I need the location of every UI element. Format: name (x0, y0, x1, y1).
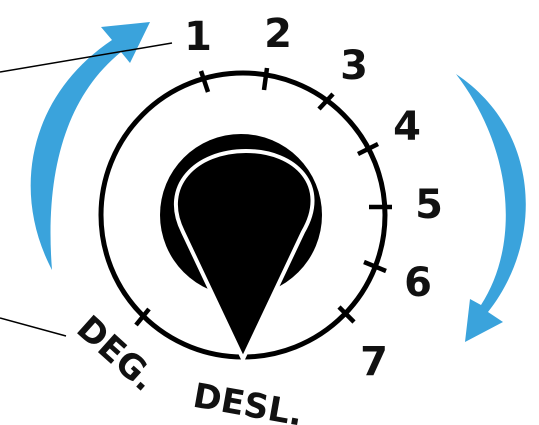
knob-pointer-icon (176, 151, 313, 359)
scale-label-7: 7 (360, 339, 388, 385)
scale-label-1: 1 (184, 14, 212, 60)
scale-label-2: 2 (264, 11, 292, 57)
scale-label-5: 5 (415, 182, 443, 228)
leader-line-bottom (0, 318, 66, 336)
rotate-clockwise-arrow-icon (31, 22, 150, 270)
off-label: DESL. (190, 376, 306, 425)
scale-label-4: 4 (393, 104, 421, 150)
scale-label-6: 6 (404, 260, 432, 306)
tick-2 (264, 68, 267, 90)
rotate-down-arrow-icon (456, 74, 526, 342)
scale-label-3: 3 (340, 43, 368, 89)
